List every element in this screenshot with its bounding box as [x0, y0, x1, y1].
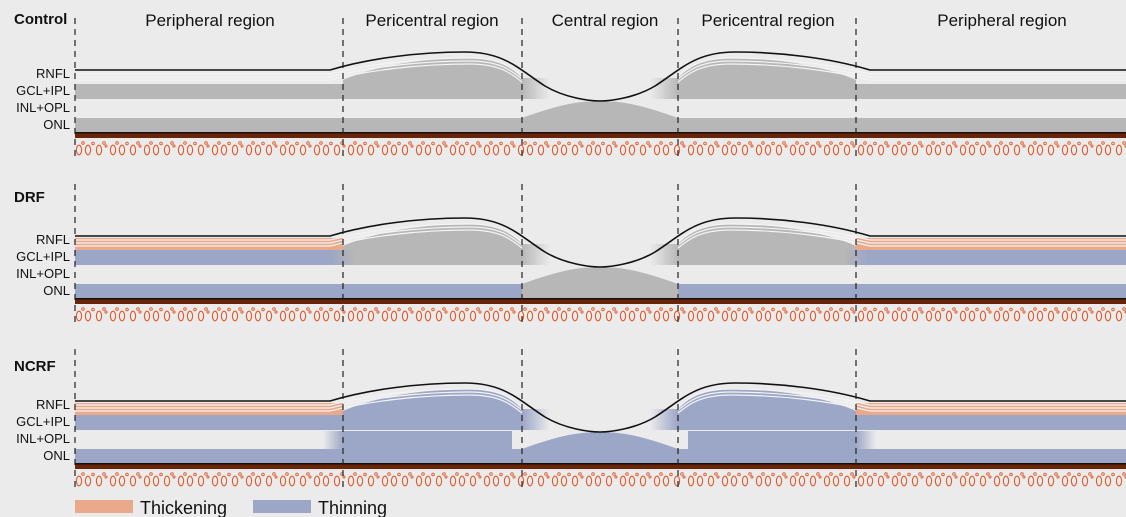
inl-opl-fade-right: [856, 431, 876, 449]
rnfl-fiber-right: [677, 57, 1126, 77]
rnfl-fiber-right: [677, 226, 1126, 246]
layer-label-inl-opl: INL+OPL: [16, 100, 70, 115]
rpe-layer: [75, 464, 1126, 469]
layer-label-onl: ONL: [43, 283, 70, 298]
gcl-ipl-pit-fade-left: [522, 78, 550, 99]
onl-layer-left: [75, 118, 522, 133]
onl-layer-center: [522, 118, 678, 133]
gcl-ipl-pit-fade-left: [522, 409, 550, 430]
gcl-ipl-mound-left: [343, 224, 522, 265]
onl-layer-right: [678, 449, 1126, 464]
rpe-border: [75, 463, 1126, 465]
panel-ncrf: NCRF RNFL GCL+IPL INL+OPL ONL: [14, 349, 1126, 491]
rnfl-fiber-right: [677, 60, 1126, 80]
region-header-central: Central region: [552, 11, 659, 30]
inl-opl-thinning-right: [688, 431, 856, 449]
legend-swatch-thinning: [253, 500, 311, 513]
panel-drf: DRF RNFL GCL+IPL INL+OPL ONL: [14, 184, 1126, 326]
inner-limiting-membrane: [75, 382, 1126, 433]
inl-opl-fade-left: [323, 431, 343, 449]
layer-label-rnfl: RNFL: [36, 66, 70, 81]
rpe-border: [75, 298, 1126, 300]
onl-layer-left: [75, 449, 522, 464]
photoreceptor-cells: [75, 470, 1126, 490]
layer-label-gcl-ipl: GCL+IPL: [16, 249, 70, 264]
layer-label-inl-opl: INL+OPL: [16, 266, 70, 281]
gcl-ipl-mound-right: [678, 224, 856, 265]
rpe-layer: [75, 299, 1126, 304]
panel-title: Control: [14, 11, 67, 28]
rnfl-fiber-right: [677, 388, 1126, 408]
gcl-ipl-mound-right: [678, 389, 856, 430]
layer-label-inl-opl: INL+OPL: [16, 431, 70, 446]
rnfl-fiber-right: [677, 223, 1126, 243]
rnfl-fiber-left: [75, 226, 523, 246]
legend-swatch-thickening: [75, 500, 133, 513]
rnfl-fiber-left: [75, 60, 523, 80]
onl-layer-right: [678, 284, 1126, 299]
rpe-layer: [75, 133, 1126, 138]
onl-layer-center: [522, 284, 678, 299]
rpe-border: [75, 132, 1126, 134]
rnfl-fiber-left: [75, 63, 523, 83]
gcl-ipl-mound-right: [678, 58, 856, 99]
rnfl-fiber-left: [75, 229, 523, 249]
region-header-pericentral-left: Pericentral region: [365, 11, 498, 30]
rnfl-fiber-left: [75, 391, 523, 411]
layer-label-rnfl: RNFL: [36, 232, 70, 247]
panel-title: NCRF: [14, 358, 56, 375]
rnfl-fiber-left: [75, 394, 523, 414]
panel-title: DRF: [14, 189, 45, 206]
layer-label-onl: ONL: [43, 448, 70, 463]
rnfl-fiber-left: [75, 223, 523, 243]
inner-limiting-membrane: [75, 217, 1126, 268]
gcl-ipl-pit-fade-right: [650, 244, 678, 265]
gcl-ipl-pit-fade-right: [650, 409, 678, 430]
onl-layer-left: [75, 284, 522, 299]
rnfl-thickening-left: [75, 238, 343, 250]
rnfl-thickening-left: [75, 403, 343, 415]
rnfl-fiber-right: [677, 391, 1126, 411]
photoreceptor-cells: [75, 139, 1126, 159]
layer-label-onl: ONL: [43, 117, 70, 132]
gcl-ipl-mound-left: [343, 389, 522, 430]
layer-label-rnfl: RNFL: [36, 397, 70, 412]
rnfl-fiber-right: [677, 394, 1126, 414]
inner-limiting-membrane: [75, 51, 1126, 102]
rnfl-fiber-right: [677, 63, 1126, 83]
photoreceptor-cells: [75, 305, 1126, 325]
gcl-ipl-pit-fade-left: [522, 244, 550, 265]
onl-layer-right: [678, 118, 1126, 133]
gcl-ipl-fade-left: [331, 250, 355, 265]
rnfl-fiber-left: [75, 388, 523, 408]
gcl-ipl-pit-fade-right: [650, 78, 678, 99]
legend-label-thinning: Thinning: [318, 498, 387, 517]
gcl-ipl-peripheral-right: [856, 250, 1126, 265]
rnfl-thickening-right: [856, 403, 1126, 415]
gcl-ipl-mound-left: [343, 58, 522, 99]
region-header-pericentral-right: Pericentral region: [701, 11, 834, 30]
rnfl-fiber-right: [677, 229, 1126, 249]
rnfl-fiber-left: [75, 57, 523, 77]
legend: Thickening Thinning: [75, 498, 387, 517]
layer-label-gcl-ipl: GCL+IPL: [16, 414, 70, 429]
gcl-ipl-peripheral-left: [75, 250, 343, 265]
rnfl-thickening-right: [856, 238, 1126, 250]
gcl-ipl-peripheral-left: [75, 84, 343, 99]
region-header-peripheral-left: Peripheral region: [145, 11, 274, 30]
onl-layer-center: [522, 449, 678, 464]
inl-opl-thinning-left: [343, 431, 512, 449]
gcl-ipl-peripheral-right: [856, 415, 1126, 430]
gcl-ipl-fade-right: [844, 250, 868, 265]
layer-label-gcl-ipl: GCL+IPL: [16, 83, 70, 98]
gcl-ipl-peripheral-right: [856, 84, 1126, 99]
region-header-peripheral-right: Peripheral region: [937, 11, 1066, 30]
gcl-ipl-peripheral-left: [75, 415, 343, 430]
legend-label-thickening: Thickening: [140, 498, 227, 517]
